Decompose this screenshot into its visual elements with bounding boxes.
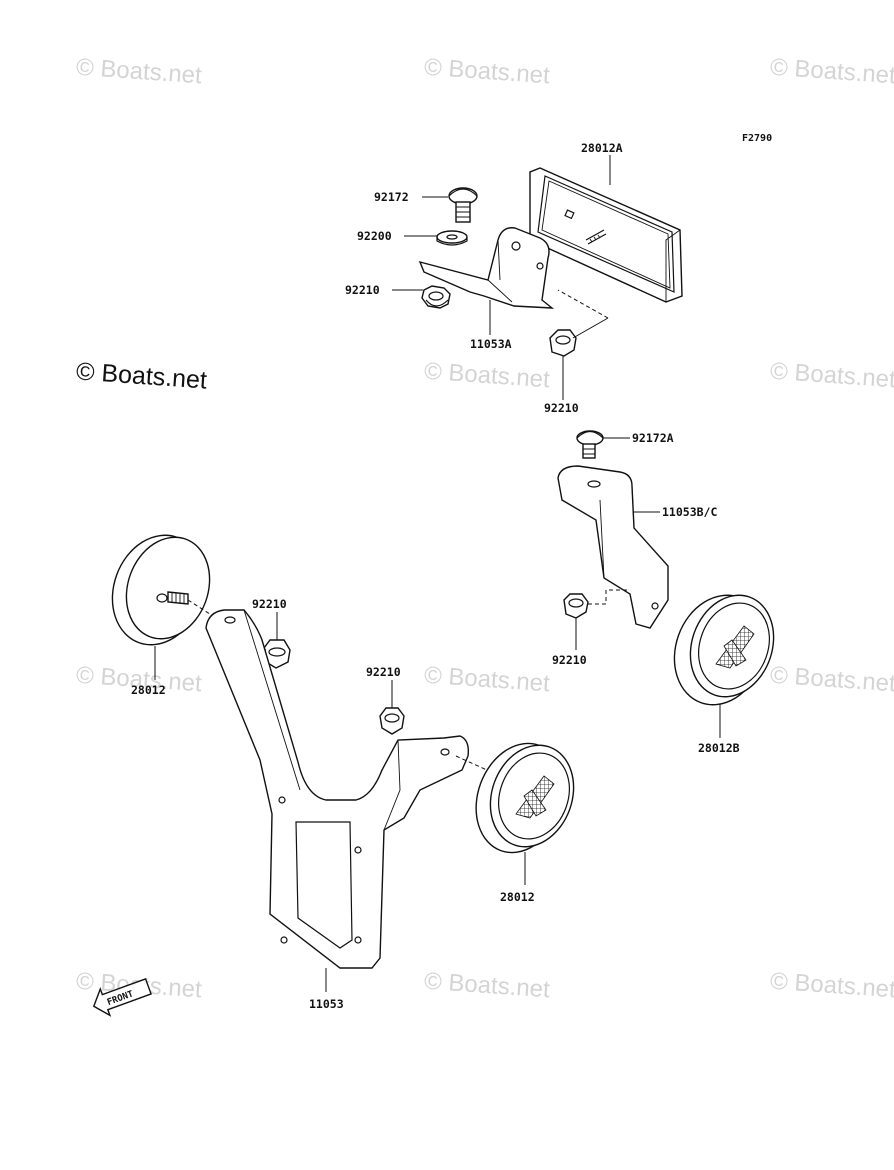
- part-label-92210-center: 92210: [366, 665, 401, 679]
- part-label-28012b: 28012B: [698, 741, 740, 755]
- part-label-92210-right: 92210: [552, 653, 587, 667]
- nut-92210-right: [563, 593, 589, 619]
- bracket-11053a: [418, 227, 555, 309]
- part-label-28012-center: 28012: [500, 890, 535, 904]
- round-reflector-28012b: [673, 594, 775, 706]
- part-label-92172: 92172: [374, 190, 409, 204]
- round-reflector-28012-left: [111, 534, 211, 646]
- nut-92210-mid: [549, 329, 577, 357]
- bracket-11053bc: [557, 465, 669, 629]
- rectangular-reflector-28012a: [529, 167, 683, 303]
- diagram-code: F2790: [742, 133, 772, 144]
- part-label-28012-left: 28012: [131, 683, 166, 697]
- part-label-11053a: 11053A: [470, 337, 512, 351]
- screw-92172a: [576, 430, 604, 459]
- part-label-92210-left: 92210: [252, 597, 287, 611]
- part-label-28012a: 28012A: [581, 141, 623, 155]
- part-label-92210-mid: 92210: [544, 401, 579, 415]
- part-label-11053: 11053: [309, 997, 344, 1011]
- front-direction-arrow: FRONT: [92, 978, 152, 1017]
- washer-92200: [436, 230, 468, 246]
- round-reflector-28012-center: [475, 742, 575, 854]
- bracket-11053: [205, 609, 470, 969]
- part-label-92200: 92200: [357, 229, 392, 243]
- screw-92172: [448, 187, 478, 223]
- nut-92210-top: [421, 285, 451, 309]
- nut-92210-center: [379, 707, 405, 735]
- part-label-11053bc: 11053B/C: [662, 505, 717, 519]
- part-label-92210-top: 92210: [345, 283, 380, 297]
- part-label-92172a: 92172A: [632, 431, 674, 445]
